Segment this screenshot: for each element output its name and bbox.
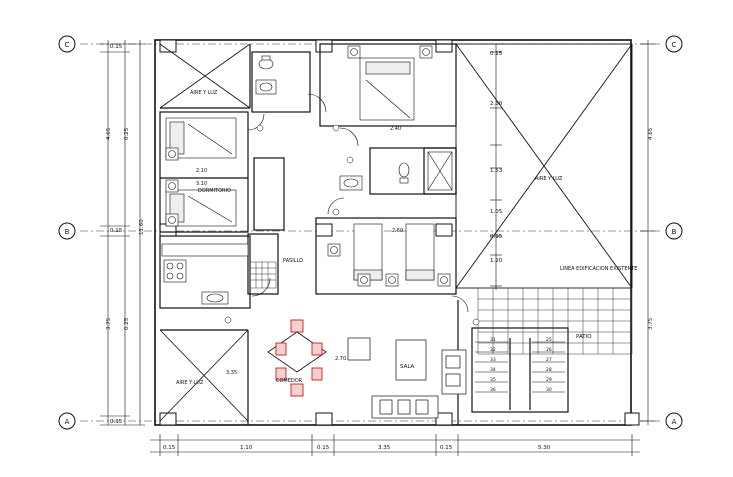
light-well-right xyxy=(455,43,633,289)
room-labels: SALA COMEDOR DORMITORIO PATIO PASILLO AI… xyxy=(176,90,637,386)
step-number: 33 xyxy=(490,357,496,363)
measure-label: 3.35 xyxy=(226,370,237,376)
label-existing-line: LINEA EDIFICACION EXISTENTE xyxy=(560,266,637,272)
light-well-top-left xyxy=(159,43,251,109)
step-number: 26 xyxy=(546,347,552,353)
step-number: 28 xyxy=(546,367,552,373)
dim-label: 0.15 xyxy=(163,445,176,451)
dimension-texts-right: 4.65 3.75 0.15 2.30 1.53 1.05 0.95 1.20 xyxy=(490,51,654,330)
kitchen-counter xyxy=(161,243,249,305)
room-label-light-well: AIRE Y LUZ xyxy=(190,90,218,96)
dim-label: 3.35 xyxy=(378,445,391,451)
measurement-labels: 2.10 3.10 2.40 2.60 3.35 2.70 xyxy=(196,126,403,376)
axis-bubble-left-a: A xyxy=(58,412,76,430)
dimension-lines-bottom xyxy=(150,434,640,456)
room-label-sala: SALA xyxy=(400,364,415,370)
axis-label: A xyxy=(65,418,70,426)
axis-bubble-left-b: B xyxy=(58,222,76,240)
measure-label: 2.70 xyxy=(335,356,346,362)
dim-label: 0.15 xyxy=(440,445,453,451)
room-label-light-well: AIRE Y LUZ xyxy=(535,176,563,182)
step-number: 32 xyxy=(490,347,496,353)
room-label-patio: PATIO xyxy=(576,334,592,340)
measure-label: 2.10 xyxy=(196,168,207,174)
toilet-icon xyxy=(258,55,410,184)
dim-label: 0.95 xyxy=(490,234,503,240)
measure-label: 2.40 xyxy=(390,126,401,132)
dim-label: 1.53 xyxy=(490,168,503,174)
dim-total-label: 11.60 xyxy=(139,219,145,235)
bed-icon xyxy=(359,57,415,121)
step-number: 36 xyxy=(490,387,496,393)
dim-label: 0.15 xyxy=(490,51,503,57)
dim-label: 3.75 xyxy=(106,317,112,330)
dim-label: 0.15 xyxy=(317,445,330,451)
dimension-lines-left xyxy=(100,40,145,426)
axis-label: B xyxy=(65,228,70,236)
shower-icon xyxy=(427,151,453,191)
dim-label: 1.05 xyxy=(490,209,503,215)
dim-label: 0.15 xyxy=(110,228,123,234)
dim-label: 1.10 xyxy=(240,445,253,451)
room-label-light-well: AIRE Y LUZ xyxy=(176,380,204,386)
outer-walls xyxy=(154,39,632,426)
step-number: 29 xyxy=(546,377,552,383)
lamp-icons xyxy=(165,45,451,287)
patio-tiles xyxy=(477,287,633,355)
dimension-texts-bottom: 0.15 1.10 0.15 3.35 0.15 5.30 xyxy=(163,445,551,451)
dining-chairs xyxy=(275,319,323,397)
measure-label: 2.60 xyxy=(392,228,403,234)
dim-label: 0.25 xyxy=(124,317,130,330)
dim-label: 5.30 xyxy=(538,445,551,451)
axis-label: B xyxy=(672,228,677,236)
step-number: 34 xyxy=(490,367,496,373)
door-swings xyxy=(247,93,469,313)
axis-bubble-right-c: C xyxy=(665,35,683,53)
stair-step-numbers: 25 26 27 28 29 30 31 32 33 34 35 36 xyxy=(490,337,552,393)
room-label-pasillo: PASILLO xyxy=(283,258,303,264)
stair-treads xyxy=(475,341,565,393)
axis-bubble-right-a: A xyxy=(665,412,683,430)
dimension-lines-right xyxy=(490,40,656,425)
axis-bubble-right-b: B xyxy=(665,222,683,240)
sofa-icon xyxy=(347,337,467,419)
step-number: 35 xyxy=(490,377,496,383)
coffee-table xyxy=(395,339,427,381)
axis-bubble-left-c: C xyxy=(58,35,76,53)
sink-icon xyxy=(255,79,363,191)
measure-label: 3.10 xyxy=(196,181,207,187)
dimension-texts-left: 0.15 4.65 0.15 3.75 0.15 0.25 0.25 11.60 xyxy=(106,44,145,425)
axis-label: A xyxy=(672,418,677,426)
dim-label: 0.15 xyxy=(110,419,123,425)
step-number: 25 xyxy=(546,337,552,343)
grid-block xyxy=(249,261,277,289)
light-well-bottom-left xyxy=(159,329,249,422)
dim-label: 2.30 xyxy=(490,101,503,107)
step-number: 30 xyxy=(546,387,552,393)
dim-label: 1.20 xyxy=(490,258,503,264)
dim-label: 4.65 xyxy=(648,127,654,140)
dim-label: 0.25 xyxy=(124,127,130,140)
step-number: 27 xyxy=(546,357,552,363)
axis-label: C xyxy=(672,41,677,49)
room-label-dormitorio: DORMITORIO xyxy=(198,188,231,194)
dim-label: 3.75 xyxy=(648,317,654,330)
dim-label: 4.65 xyxy=(106,127,112,140)
wall-markers xyxy=(224,124,480,326)
step-number: 31 xyxy=(490,337,496,343)
axis-label: C xyxy=(65,41,70,49)
room-label-comedor: COMEDOR xyxy=(276,378,303,384)
dim-label: 0.15 xyxy=(110,44,123,50)
